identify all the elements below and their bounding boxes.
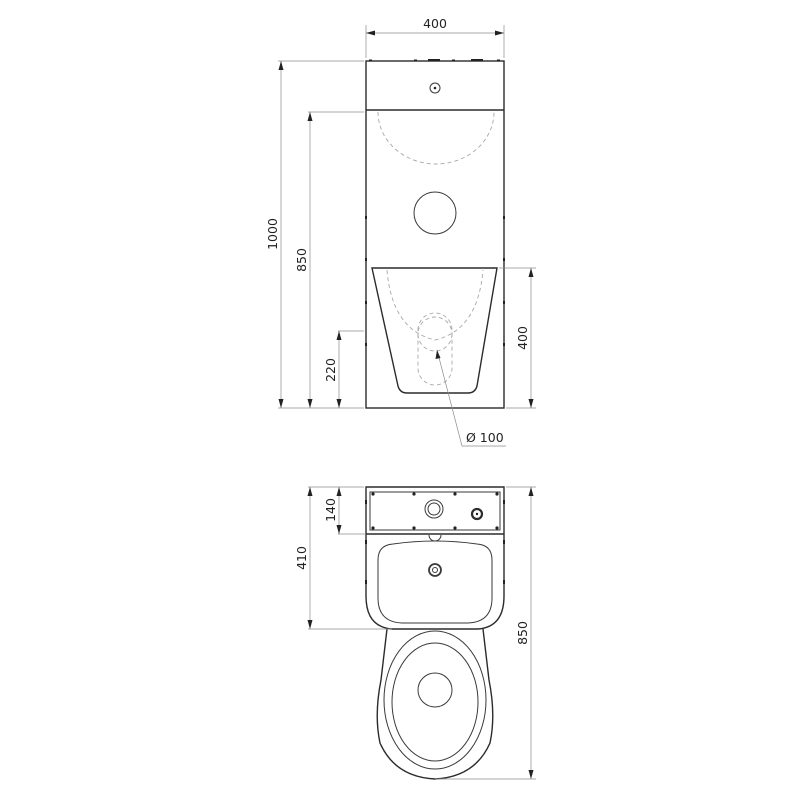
bowl-outlet-icon bbox=[417, 672, 453, 708]
dim-depth-850: 850 bbox=[515, 621, 530, 645]
seat-outer-outline bbox=[383, 630, 487, 770]
flush-button-inner-icon bbox=[427, 502, 441, 516]
access-plate-icon bbox=[413, 191, 457, 235]
front-dimensions: 400 1000 850 220 400 Ø 100 bbox=[265, 16, 536, 447]
drain-icon bbox=[428, 563, 442, 577]
bowl-outline bbox=[376, 628, 494, 780]
drain-center bbox=[432, 567, 438, 573]
flush-button-icon bbox=[429, 82, 441, 94]
dim-height-400: 400 bbox=[515, 326, 530, 350]
dim-height-220: 220 bbox=[323, 358, 338, 382]
outlet-circle bbox=[417, 316, 453, 352]
dim-height-1000: 1000 bbox=[265, 218, 280, 250]
basin-outline bbox=[377, 540, 493, 624]
top-view bbox=[365, 486, 505, 780]
dim-depth-140: 140 bbox=[323, 498, 338, 522]
inlet-valve-icon bbox=[470, 507, 484, 521]
top-dimensions: 410 140 850 bbox=[294, 486, 536, 780]
cistern-panel bbox=[369, 491, 501, 531]
overflow-notch bbox=[428, 534, 442, 542]
dim-height-850: 850 bbox=[294, 248, 309, 272]
dim-width-400: 400 bbox=[423, 16, 447, 31]
pan-outline bbox=[371, 267, 498, 394]
seat-inner-outline bbox=[391, 642, 479, 762]
flush-button-outer-icon bbox=[424, 499, 444, 519]
front-view bbox=[365, 59, 505, 409]
top-body-outline bbox=[365, 486, 505, 630]
dim-depth-410: 410 bbox=[294, 546, 309, 570]
dim-outlet-diameter: Ø 100 bbox=[466, 430, 504, 445]
side-screw-marks bbox=[365, 216, 505, 346]
hidden-pan-outline bbox=[386, 269, 484, 341]
hidden-basin-outline bbox=[377, 111, 495, 165]
top-edge-details bbox=[369, 59, 500, 61]
panel-screws bbox=[371, 492, 499, 530]
hidden-outlet-outline bbox=[417, 312, 453, 386]
